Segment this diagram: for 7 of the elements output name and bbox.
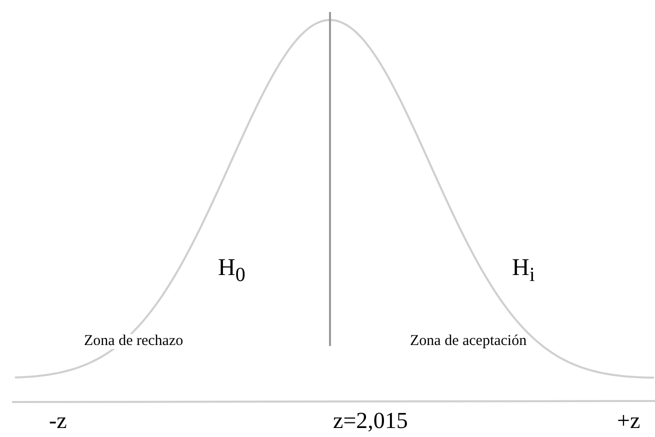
axis-label: -z — [49, 409, 67, 432]
hypothesis-label: H$_{i}$ — [512, 256, 535, 285]
zone-label: Zona de rechazo — [84, 334, 184, 349]
axis-label: +z — [617, 409, 640, 432]
hypothesis-label: H$_{0}$ — [218, 256, 246, 285]
axis-label: z=2,015 — [333, 409, 408, 432]
zone-label: Zona de aceptación — [410, 334, 527, 349]
